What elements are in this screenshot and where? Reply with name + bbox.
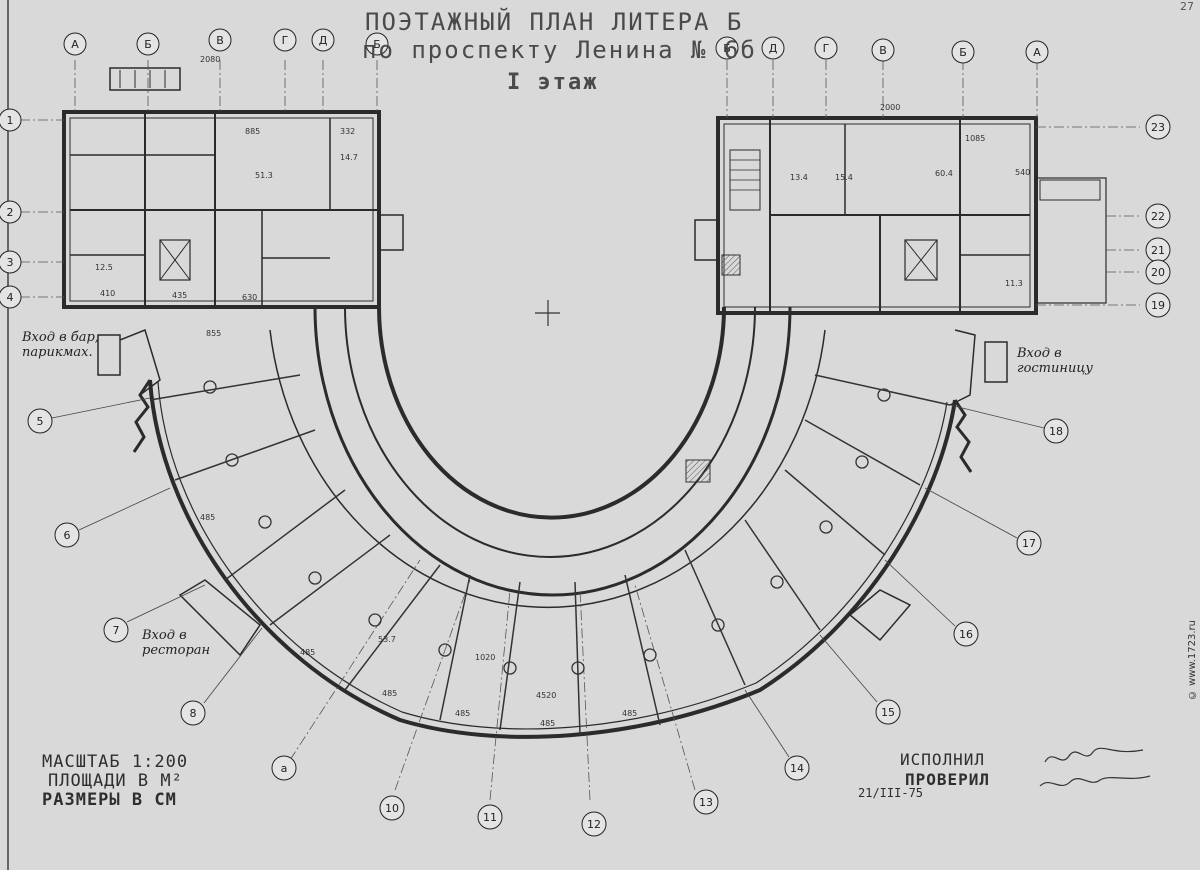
axis-label: 7 bbox=[113, 624, 120, 637]
axis-label: Б bbox=[959, 46, 967, 59]
signatures bbox=[1039, 747, 1151, 787]
radial-axis-labels: 5 6 7 8 а 10 11 12 13 14 15 16 17 18 bbox=[37, 415, 1064, 831]
dimension-label: 485 bbox=[300, 648, 315, 657]
axis-label: 16 bbox=[959, 628, 973, 641]
plan-address: по проспекту Ленина № 6б bbox=[362, 36, 757, 64]
axis-label: 23 bbox=[1151, 121, 1165, 134]
dimension-labels: 2080 2000 885 332 1085 540 410 855 435 6… bbox=[95, 55, 1030, 728]
radial-axis-leaders bbox=[51, 397, 1045, 758]
dimension-label: 885 bbox=[245, 127, 260, 136]
dimension-label: 485 bbox=[540, 719, 555, 728]
dimension-label: 12.5 bbox=[95, 263, 113, 272]
scale-stamp: МАСШТАБ 1:200 bbox=[42, 752, 189, 772]
dimension-label: 1085 bbox=[965, 134, 985, 143]
column-axis-labels: А Б В Г Д Б Б Д Г В Б А bbox=[71, 34, 1041, 59]
axis-label: 19 bbox=[1151, 299, 1165, 312]
axis-label: 14 bbox=[790, 762, 804, 775]
hatched-cores bbox=[685, 254, 741, 483]
axis-label: 6 bbox=[64, 529, 71, 542]
axis-label: 21 bbox=[1151, 244, 1165, 257]
radial-axis-markers bbox=[27, 408, 1069, 837]
dimension-label: 11.3 bbox=[1005, 279, 1023, 288]
axis-label: В bbox=[879, 44, 887, 57]
dimension-label: 53.7 bbox=[378, 635, 396, 644]
axis-label: Б bbox=[144, 38, 152, 51]
axis-label: 15 bbox=[881, 706, 895, 719]
entrance-porches bbox=[97, 328, 1008, 657]
dimension-units-stamp: РАЗМЕРЫ В СМ bbox=[42, 790, 177, 810]
columns bbox=[203, 380, 891, 675]
radial-partitions bbox=[149, 374, 951, 736]
made-by-stamp: ИСПОЛНИЛ bbox=[900, 750, 986, 769]
axis-label: 12 bbox=[587, 818, 601, 831]
entrance-hotel-label: Вход в гостиницу bbox=[1017, 346, 1093, 376]
axis-label: 10 bbox=[385, 802, 399, 815]
left-wing bbox=[62, 67, 404, 309]
dimension-label: 14.7 bbox=[340, 153, 358, 162]
dimension-label: 15.4 bbox=[835, 173, 853, 182]
axis-label: А bbox=[71, 38, 79, 51]
axis-label: 4 bbox=[7, 291, 14, 304]
dimension-label: 540 bbox=[1015, 168, 1030, 177]
dimension-label: 2000 bbox=[880, 103, 900, 112]
axis-label: А bbox=[1033, 46, 1041, 59]
axis-label: Г bbox=[282, 34, 289, 47]
area-units-stamp: ПЛОЩАДИ В М² bbox=[48, 771, 183, 791]
dimension-label: 485 bbox=[455, 709, 470, 718]
axis-label: 22 bbox=[1151, 210, 1165, 223]
axis-label: а bbox=[281, 762, 288, 775]
dimension-label: 485 bbox=[622, 709, 637, 718]
dimension-label: 1020 bbox=[475, 653, 495, 662]
dimension-label: 13.4 bbox=[790, 173, 808, 182]
axis-label: Б bbox=[373, 38, 381, 51]
axis-label: 3 bbox=[7, 256, 14, 269]
entrance-restaurant-label: Вход в ресторан bbox=[142, 628, 211, 658]
dimension-label: 410 bbox=[100, 289, 115, 298]
row-axis-markers bbox=[0, 108, 1171, 318]
dimension-label: 630 bbox=[242, 293, 257, 302]
checked-by-stamp: ПРОВЕРИЛ bbox=[905, 770, 991, 789]
dimension-label: 435 bbox=[172, 291, 187, 300]
column-axis-markers bbox=[63, 28, 1049, 64]
dimension-label: 332 bbox=[340, 127, 355, 136]
plan-floor: I этаж bbox=[507, 70, 599, 95]
axis-label: 13 bbox=[699, 796, 713, 809]
dimension-label: 60.4 bbox=[935, 169, 953, 178]
axis-label: 20 bbox=[1151, 266, 1165, 279]
axis-label: Б bbox=[723, 42, 731, 55]
dimension-label: 485 bbox=[200, 513, 215, 522]
center-mark bbox=[535, 300, 560, 326]
axis-label: Д bbox=[319, 34, 328, 47]
axis-label: 11 bbox=[483, 811, 497, 824]
axis-label: В bbox=[216, 34, 224, 47]
axis-label: 17 bbox=[1022, 537, 1036, 550]
dimension-label: 51.3 bbox=[255, 171, 273, 180]
axis-label: Д bbox=[769, 42, 778, 55]
axis-label: 18 bbox=[1049, 425, 1063, 438]
page-number: 27 bbox=[1180, 0, 1194, 13]
dimension-label: 4520 bbox=[536, 691, 556, 700]
entrance-bar-label: Вход в бар, парикмах. bbox=[22, 330, 99, 360]
dimension-label: 855 bbox=[206, 329, 221, 338]
watermark: © www.1723.ru bbox=[1187, 620, 1198, 701]
axis-label: 8 bbox=[190, 707, 197, 720]
axis-label: 5 bbox=[37, 415, 44, 428]
plan-title: ПОЭТАЖНЫЙ ПЛАН ЛИТЕРА Б bbox=[365, 8, 744, 36]
axis-label: 1 bbox=[7, 114, 14, 127]
dimension-label: 2080 bbox=[200, 55, 220, 64]
row-axis-labels: 1 2 3 4 23 22 21 20 19 bbox=[7, 114, 1166, 312]
axis-label: 2 bbox=[7, 206, 14, 219]
dimension-label: 485 bbox=[382, 689, 397, 698]
axis-label: Г bbox=[823, 42, 830, 55]
curved-block bbox=[132, 306, 973, 739]
date-stamp: 21/III-75 bbox=[858, 786, 924, 800]
axis-lines bbox=[20, 60, 1140, 801]
right-wing bbox=[694, 116, 1107, 315]
